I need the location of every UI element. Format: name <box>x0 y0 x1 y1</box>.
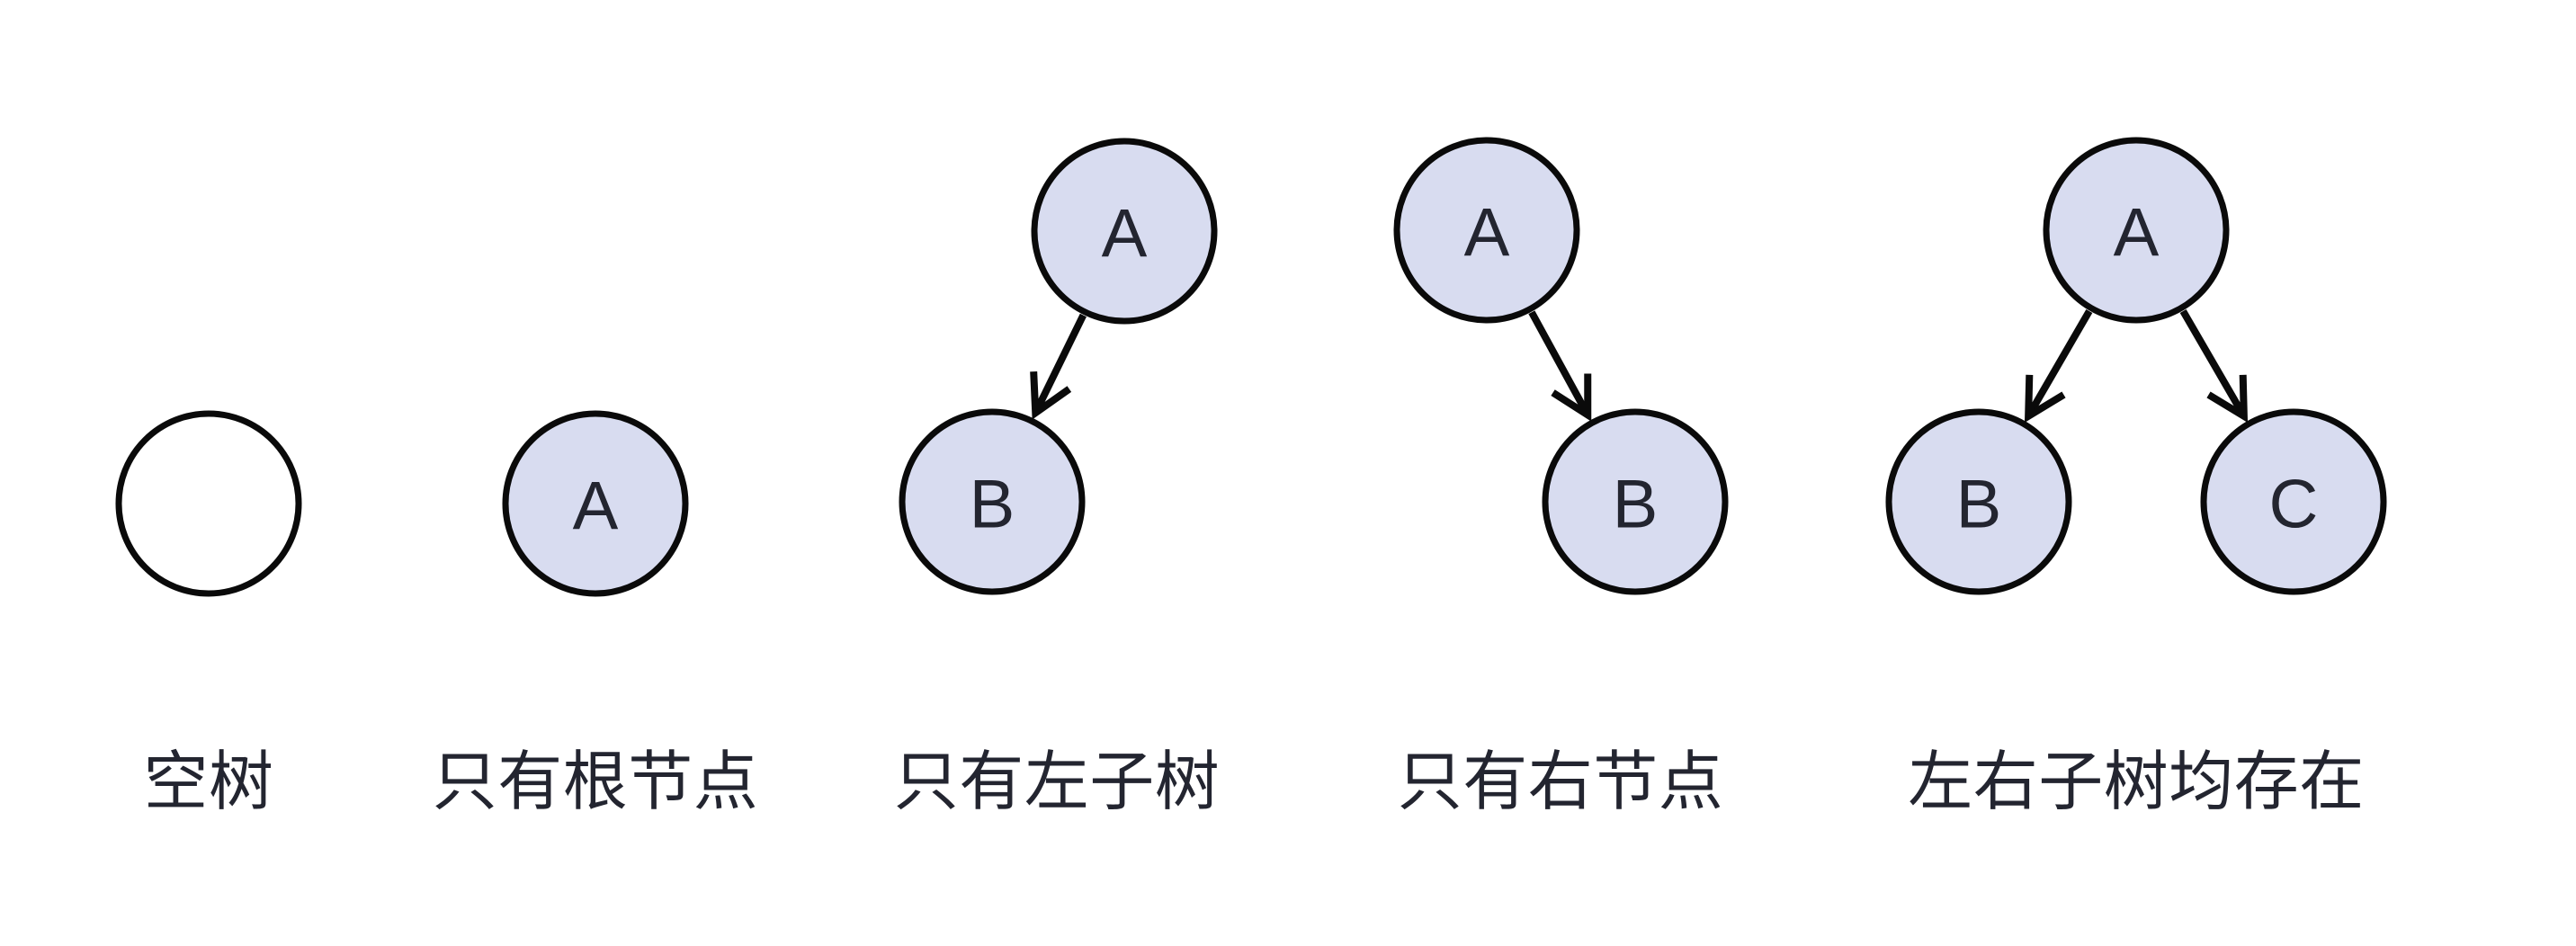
tree-node-a: A <box>2043 137 2230 324</box>
tree-node-b: B <box>1542 408 1729 595</box>
edge-A-to-B <box>1528 310 1592 422</box>
tree-node-b: B <box>1885 408 2072 595</box>
node-circle <box>2043 137 2230 324</box>
edges-layer <box>1030 308 2249 424</box>
edge-line-A-C <box>2179 308 2248 418</box>
edge-A-to-B <box>2024 308 2093 424</box>
tree-node-c: C <box>2200 408 2387 595</box>
case-caption: 左右子树均存在 <box>1908 746 2365 818</box>
edge-line-A-B <box>1528 310 1591 417</box>
case-caption: 只有右节点 <box>1397 746 1724 818</box>
node-label: B <box>1613 467 1659 543</box>
arrowhead-A-B <box>2024 374 2066 424</box>
tree-node-empty <box>115 410 302 597</box>
node-circle <box>1393 137 1580 324</box>
tree-node-a: A <box>502 410 689 597</box>
node-label: C <box>2269 467 2319 543</box>
case-caption: 只有根节点 <box>432 746 759 818</box>
case-caption: 空树 <box>143 746 274 818</box>
empty-node-circle <box>115 410 302 597</box>
node-circle <box>899 408 1086 595</box>
edge-A-to-B <box>1030 313 1087 420</box>
arrowhead-A-B <box>1551 373 1592 422</box>
node-circle <box>2200 408 2387 595</box>
arrowhead-A-C <box>2206 374 2249 424</box>
case-caption: 只有左子树 <box>893 746 1221 818</box>
node-circle <box>1542 408 1729 595</box>
edge-A-to-C <box>2179 308 2249 424</box>
node-label: A <box>1102 196 1148 272</box>
node-label: B <box>1956 467 2002 543</box>
edge-line-A-B <box>1032 313 1087 415</box>
node-label: A <box>573 469 619 545</box>
edge-line-A-B <box>2025 308 2093 418</box>
tree-node-b: B <box>899 408 1086 595</box>
node-label: B <box>970 467 1015 543</box>
node-circle <box>1885 408 2072 595</box>
arrowhead-A-B <box>1030 371 1072 420</box>
node-label: A <box>2114 195 2160 272</box>
tree-node-a: A <box>1031 138 1218 325</box>
nodes-layer: A A B A B A B C <box>115 137 2387 597</box>
node-label: A <box>1464 195 1510 272</box>
node-circle <box>1031 138 1218 325</box>
node-circle <box>502 410 689 597</box>
tree-node-a: A <box>1393 137 1580 324</box>
